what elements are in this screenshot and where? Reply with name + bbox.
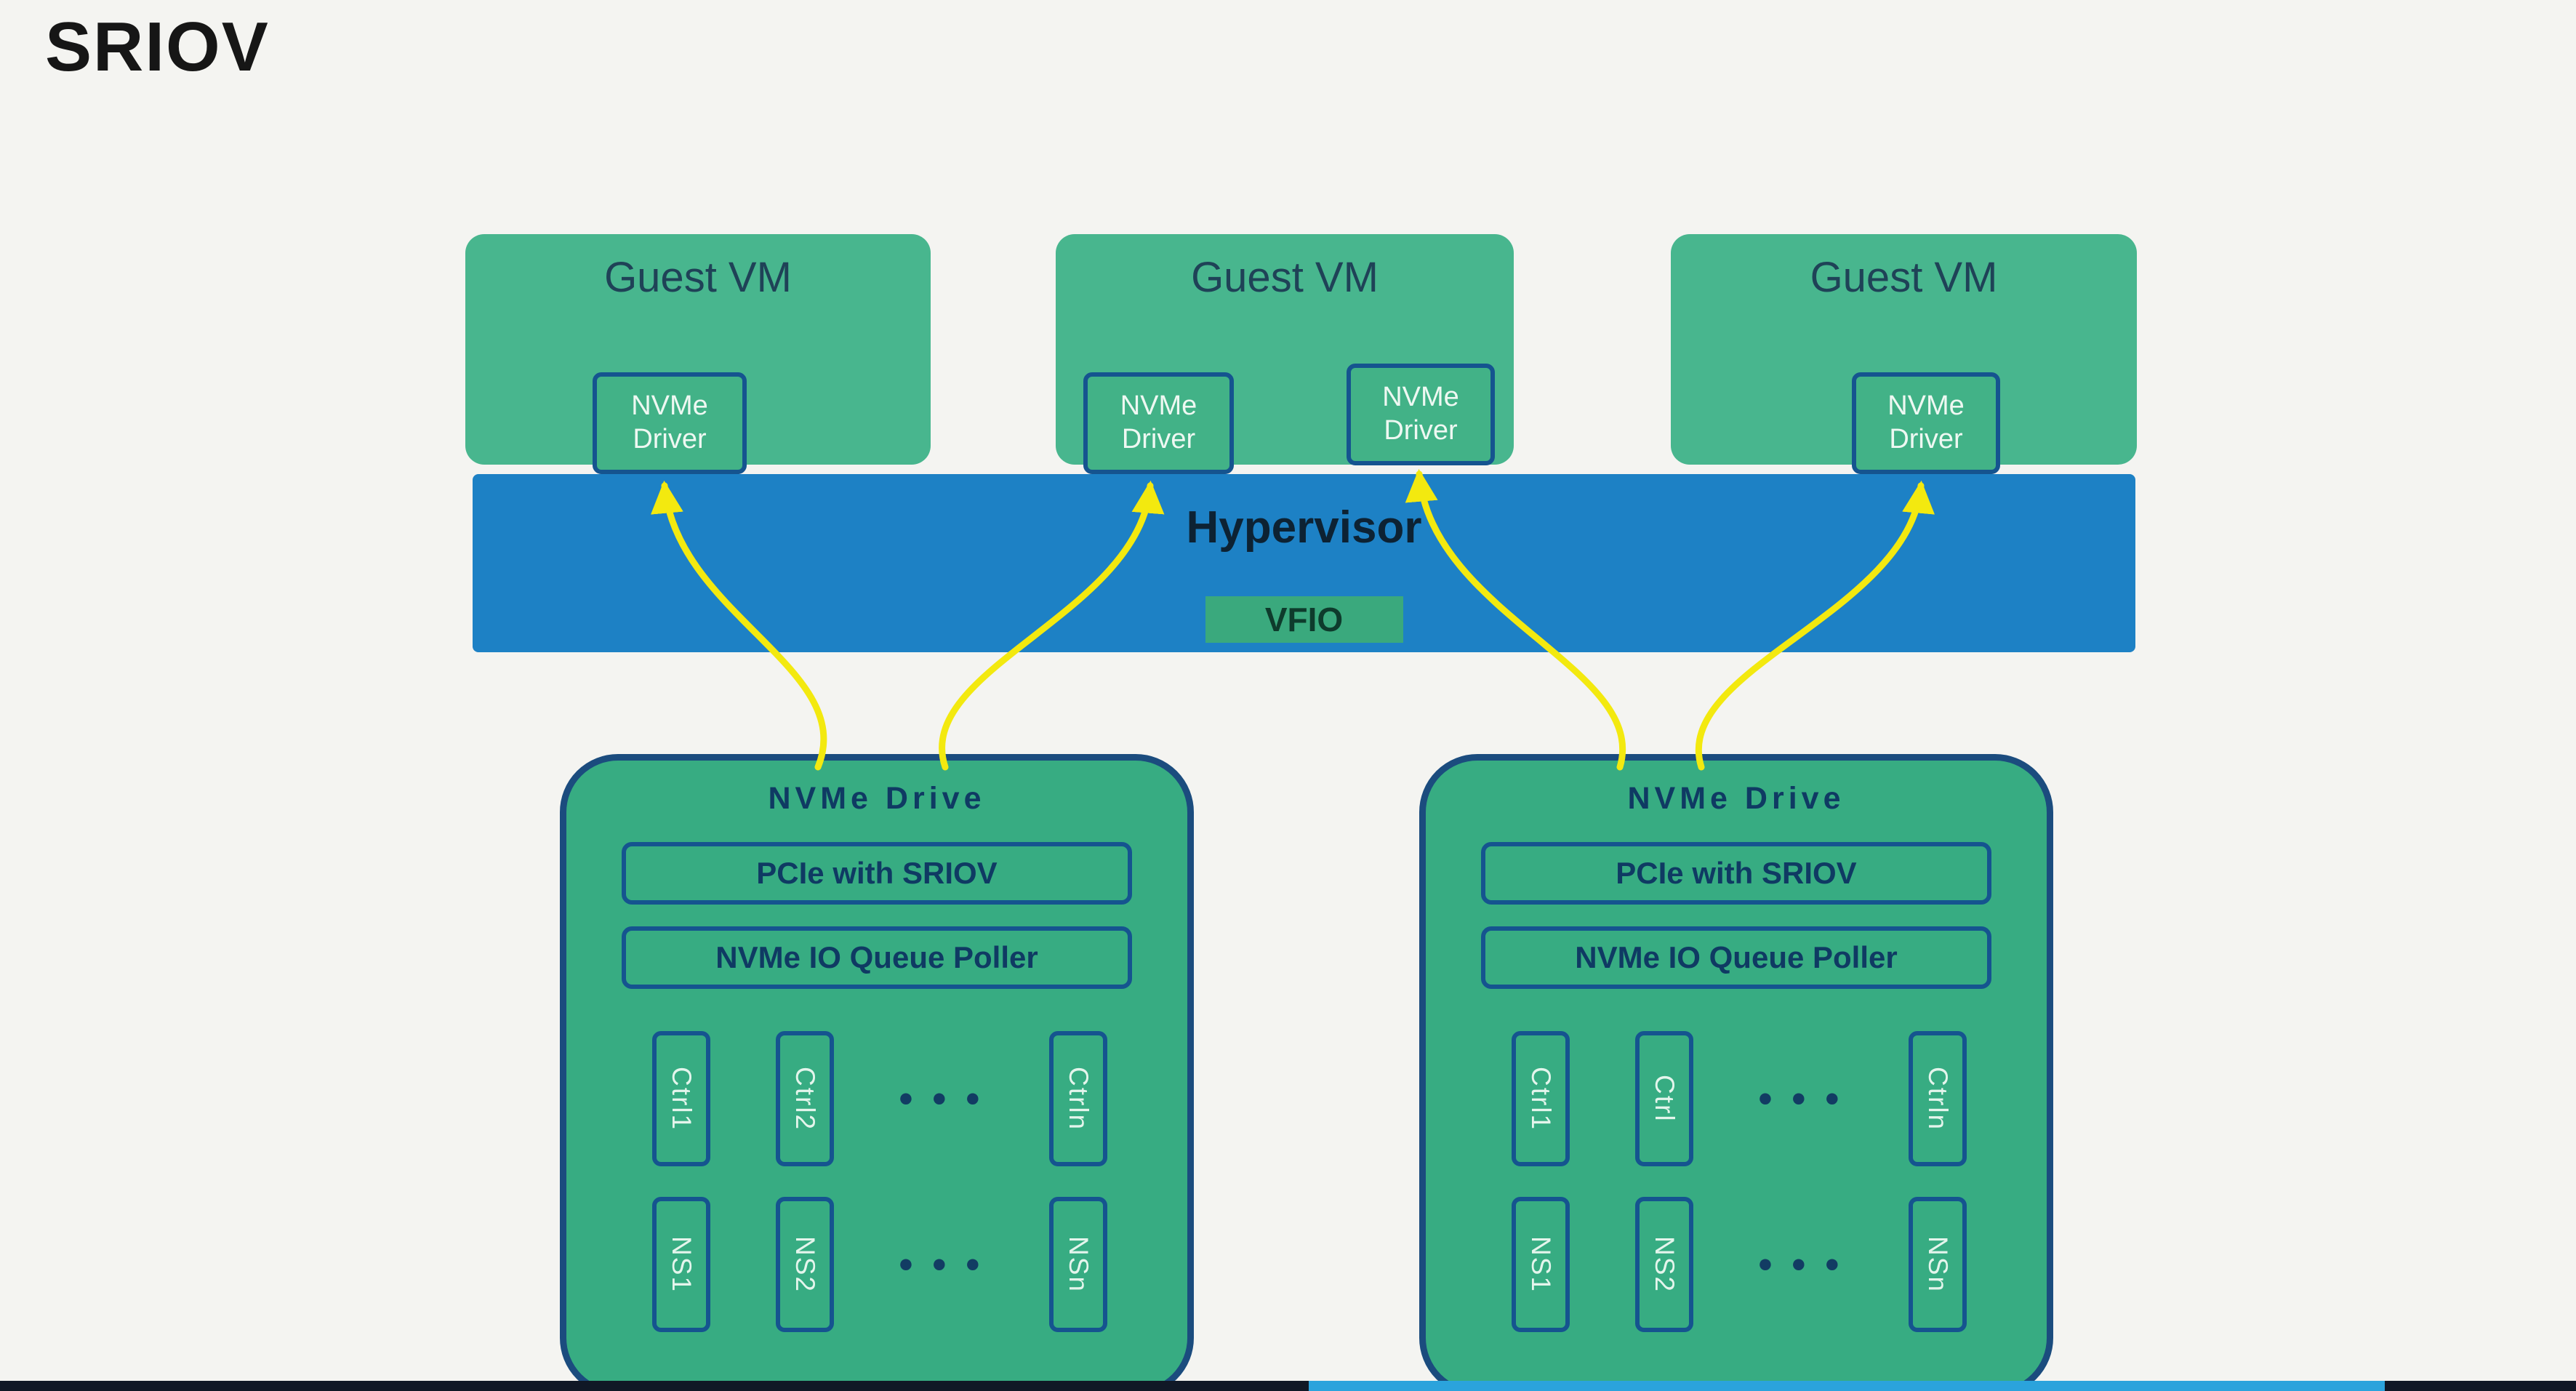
ellipsis-dots: • • • xyxy=(1758,1077,1844,1121)
bottom-bar xyxy=(0,1381,2576,1391)
vfio-label: VFIO xyxy=(1264,601,1344,638)
namespace-label: NS2 xyxy=(790,1236,820,1293)
nvme-driver-label: NVMe Driver xyxy=(1120,390,1197,454)
hypervisor-bar: Hypervisor VFIO xyxy=(473,474,2135,652)
pcie-sriov-box: PCIe with SRIOV xyxy=(622,842,1132,905)
controller-box: Ctrln xyxy=(1908,1031,1967,1166)
namespace-row: NS1 NS2 • • • NSn xyxy=(566,1197,1187,1332)
nvme-drive-box-1: NVMe Drive PCIe with SRIOV NVMe IO Queue… xyxy=(560,754,1194,1391)
controller-row: Ctrl1 Ctrl • • • Ctrln xyxy=(1426,1031,2047,1166)
namespace-label: NS2 xyxy=(1649,1236,1680,1293)
nvme-drive-box-2: NVMe Drive PCIe with SRIOV NVMe IO Queue… xyxy=(1419,754,2053,1391)
vfio-box: VFIO xyxy=(1205,596,1403,643)
controller-box: Ctrl1 xyxy=(1512,1031,1570,1166)
namespace-label: NSn xyxy=(1922,1236,1953,1293)
guest-vm-label: Guest VM xyxy=(604,254,792,301)
controller-label: Ctrl1 xyxy=(667,1066,697,1131)
guest-vm-label: Guest VM xyxy=(1191,254,1379,301)
nvme-drive-title: NVMe Drive xyxy=(768,781,986,816)
nvme-driver-label: NVMe Driver xyxy=(1382,382,1459,446)
ellipsis-dots: • • • xyxy=(1758,1243,1844,1286)
namespace-box: NSn xyxy=(1048,1197,1107,1332)
namespace-row: NS1 NS2 • • • NSn xyxy=(1426,1197,2047,1332)
io-queue-poller-box: NVMe IO Queue Poller xyxy=(1481,926,1991,989)
nvme-driver-box-4: NVMe Driver xyxy=(1852,372,2000,474)
io-queue-poller-box: NVMe IO Queue Poller xyxy=(622,926,1132,989)
nvme-drive-title: NVMe Drive xyxy=(1627,781,1845,816)
nvme-driver-box-3: NVMe Driver xyxy=(1347,364,1495,465)
namespace-box: NSn xyxy=(1908,1197,1967,1332)
nvme-driver-label: NVMe Driver xyxy=(631,390,708,454)
controller-box: Ctrl2 xyxy=(775,1031,834,1166)
namespace-box: NS2 xyxy=(775,1197,834,1332)
nvme-driver-label: NVMe Driver xyxy=(1887,390,1965,454)
controller-box: Ctrl1 xyxy=(652,1031,710,1166)
namespace-box: NS2 xyxy=(1634,1197,1693,1332)
guest-vm-label: Guest VM xyxy=(1810,254,1998,301)
page-title: SRIOV xyxy=(45,8,270,86)
hypervisor-label: Hypervisor xyxy=(1186,502,1422,553)
controller-label: Ctrl2 xyxy=(790,1066,820,1131)
controller-label: Ctrln xyxy=(1922,1066,1953,1131)
controller-label: Ctrl xyxy=(1649,1075,1680,1123)
controller-box: Ctrln xyxy=(1048,1031,1107,1166)
namespace-label: NS1 xyxy=(667,1236,697,1293)
controller-row: Ctrl1 Ctrl2 • • • Ctrln xyxy=(566,1031,1187,1166)
nvme-driver-box-1: NVMe Driver xyxy=(593,372,747,474)
namespace-label: NS1 xyxy=(1526,1236,1556,1293)
controller-label: Ctrl1 xyxy=(1526,1066,1556,1131)
controller-label: Ctrln xyxy=(1063,1066,1094,1131)
nvme-driver-box-2: NVMe Driver xyxy=(1083,372,1234,474)
bottom-bar-highlight xyxy=(1309,1381,2385,1391)
namespace-label: NSn xyxy=(1063,1236,1094,1293)
ellipsis-dots: • • • xyxy=(899,1077,984,1121)
namespace-box: NS1 xyxy=(652,1197,710,1332)
ellipsis-dots: • • • xyxy=(899,1243,984,1286)
pcie-sriov-box: PCIe with SRIOV xyxy=(1481,842,1991,905)
controller-box: Ctrl xyxy=(1634,1031,1693,1166)
namespace-box: NS1 xyxy=(1512,1197,1570,1332)
